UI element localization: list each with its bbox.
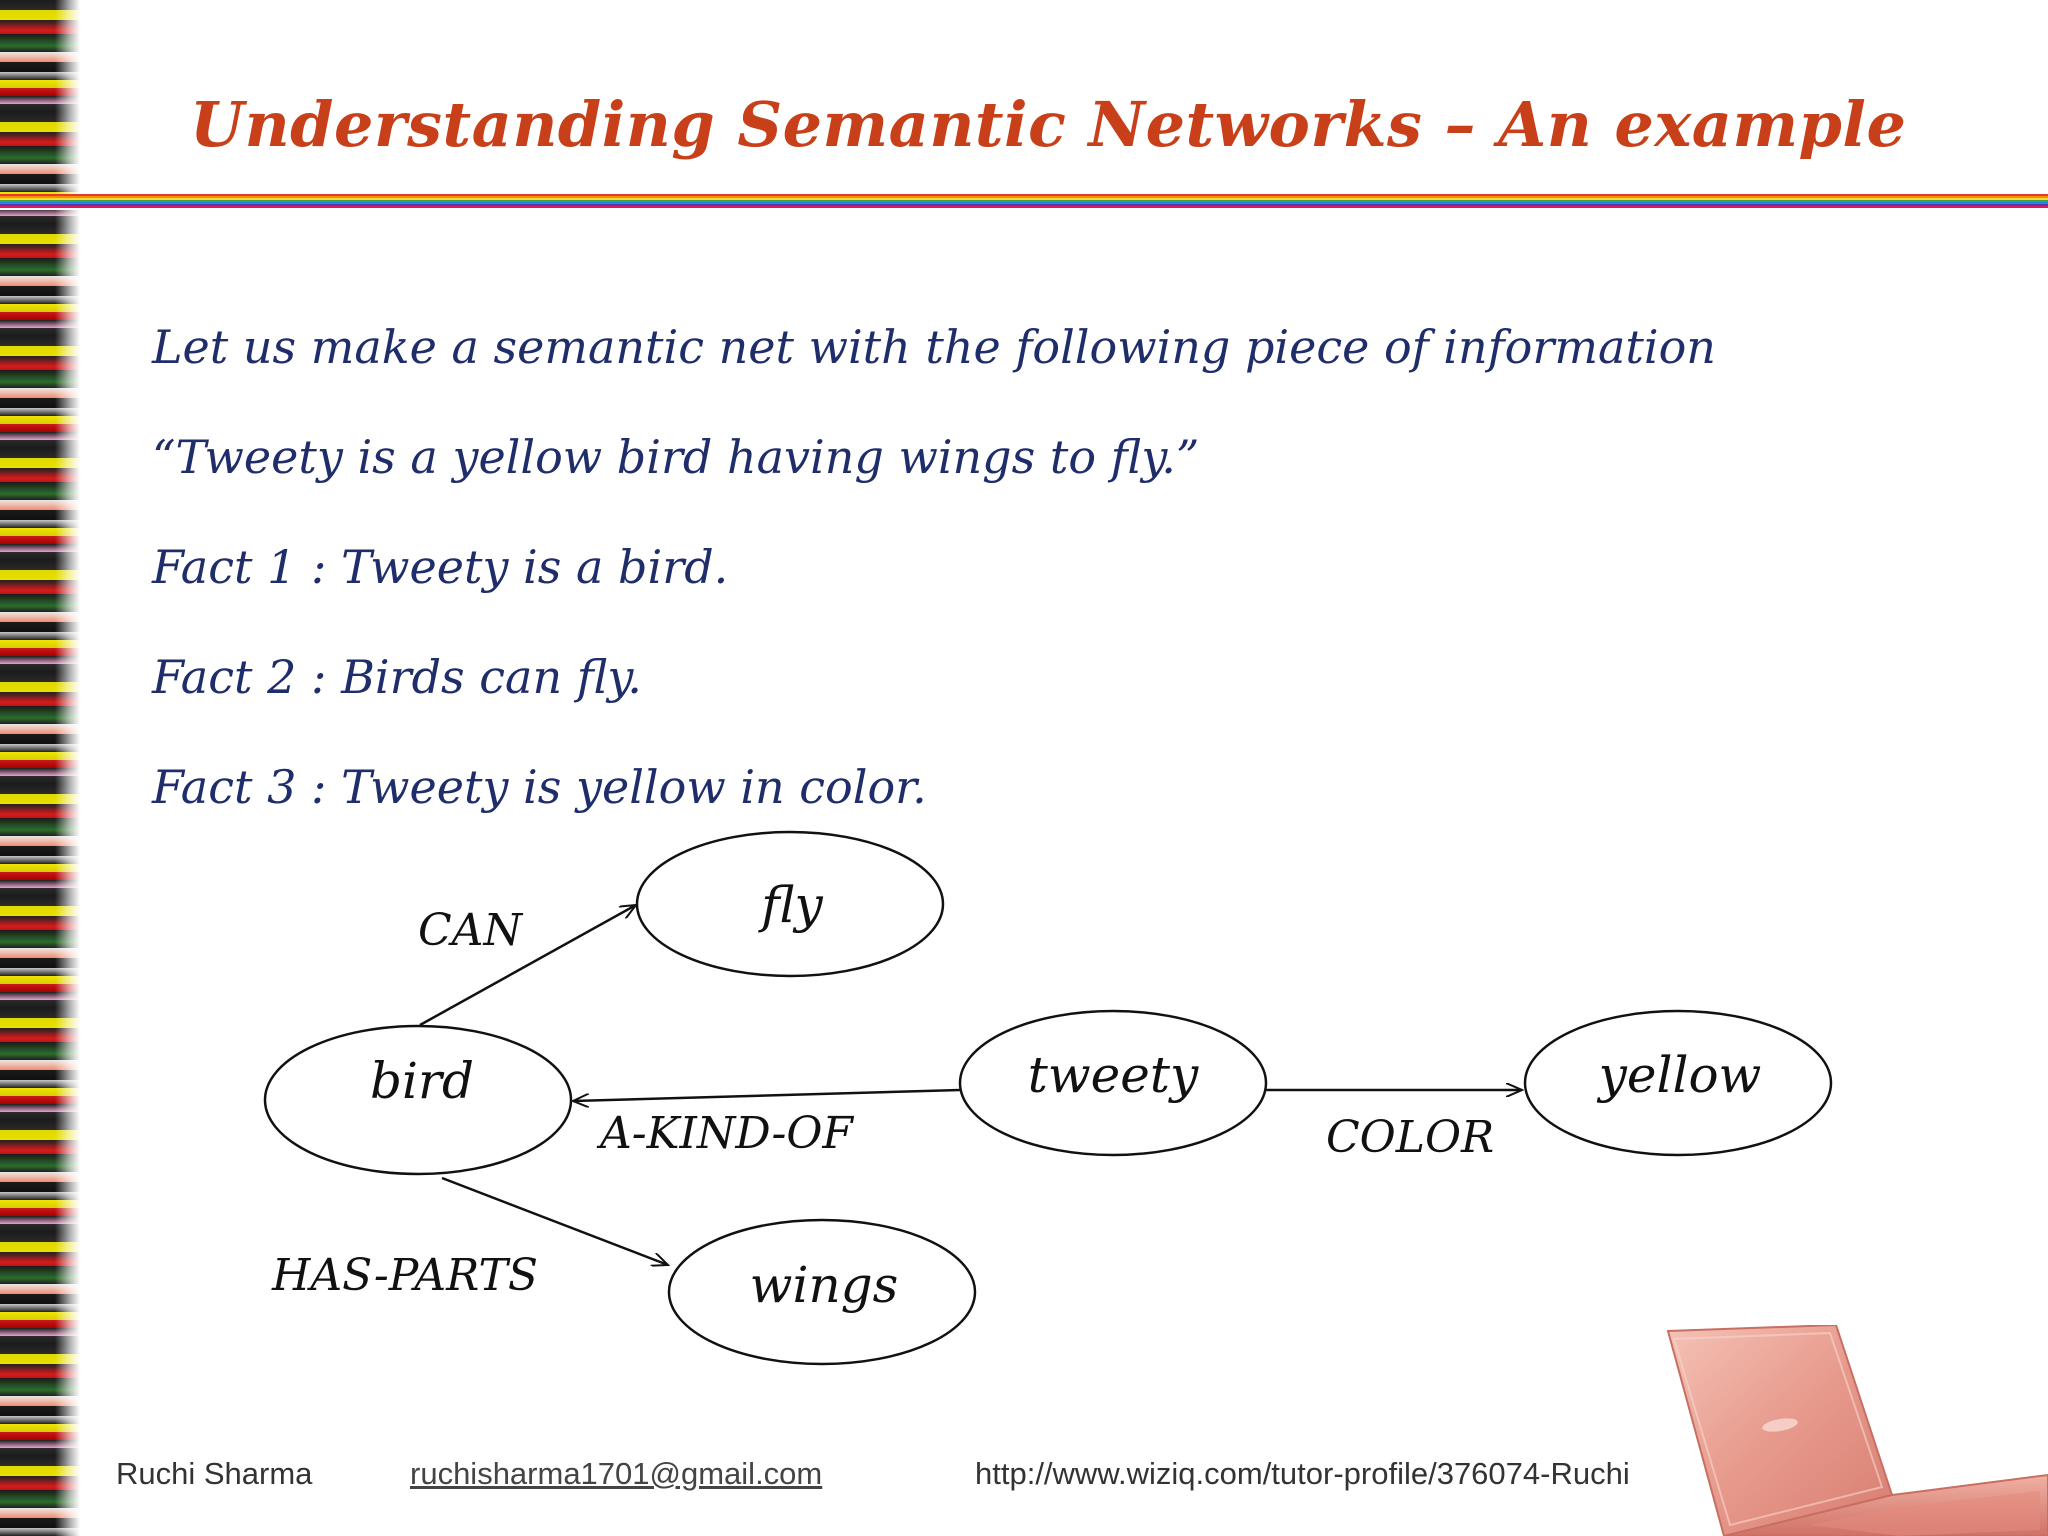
- node-fly: fly: [635, 830, 945, 978]
- intro-line: Let us make a semantic net with the foll…: [152, 320, 1716, 374]
- edge-label-a-kind-of: A-KIND-OF: [596, 1108, 854, 1159]
- decorative-cable-strip: [0, 0, 80, 1536]
- edge-a-kind-of: [573, 1088, 961, 1101]
- node-tweety-label: tweety: [1028, 1046, 1199, 1104]
- fact-2-line: Fact 2 : Birds can fly.: [152, 650, 642, 704]
- footer-email-link[interactable]: ruchisharma1701@gmail.com: [410, 1456, 823, 1491]
- node-bird-label: bird: [370, 1052, 474, 1110]
- node-fly-label: fly: [757, 876, 823, 934]
- node-tweety: tweety: [958, 1009, 1268, 1157]
- edge-label-has-parts: HAS-PARTS: [271, 1250, 538, 1301]
- fact-1-line: Fact 1 : Tweety is a bird.: [152, 540, 729, 594]
- edge-can: [419, 905, 636, 1027]
- footer-profile-url: http://www.wiziq.com/tutor-profile/37607…: [975, 1456, 1630, 1491]
- slide-title: Understanding Semantic Networks – An exa…: [190, 88, 1907, 161]
- edge-label-color: COLOR: [1326, 1112, 1494, 1163]
- title-rainbow-divider: [0, 194, 2048, 210]
- node-bird: bird: [263, 1024, 573, 1176]
- footer-author-name: Ruchi Sharma: [116, 1456, 313, 1491]
- fact-3-line: Fact 3 : Tweety is yellow in color.: [152, 760, 927, 814]
- node-yellow-label: yellow: [1597, 1046, 1762, 1104]
- quote-line: “Tweety is a yellow bird having wings to…: [152, 430, 1200, 484]
- node-wings-label: wings: [750, 1256, 899, 1314]
- node-wings: wings: [667, 1218, 977, 1366]
- node-yellow: yellow: [1523, 1009, 1833, 1157]
- laptop-image: [1666, 1325, 2048, 1536]
- edge-label-can: CAN: [418, 905, 523, 956]
- edge-has-parts: [441, 1176, 668, 1265]
